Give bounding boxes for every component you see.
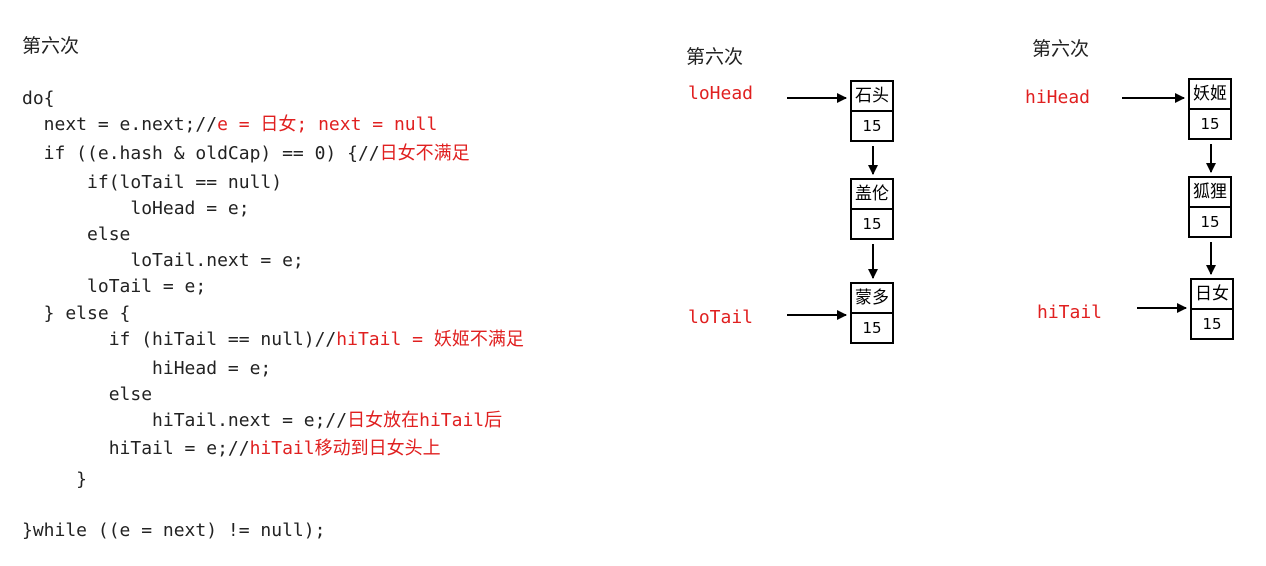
hi-node-2: 狐狸 15 bbox=[1188, 176, 1232, 238]
lohead-label: loHead bbox=[688, 83, 754, 104]
node-name: 日女 bbox=[1192, 280, 1232, 310]
node-name: 蒙多 bbox=[852, 284, 892, 314]
code-line: loHead = e; bbox=[22, 198, 250, 219]
code-line: hiHead = e; bbox=[22, 358, 272, 379]
title-middle: 第六次 bbox=[686, 46, 744, 68]
code-line: } else { bbox=[22, 303, 131, 324]
code-line: loTail.next = e; bbox=[22, 250, 304, 271]
title-right: 第六次 bbox=[1032, 38, 1090, 60]
node-hash: 15 bbox=[862, 117, 882, 135]
node-hash: 15 bbox=[1200, 213, 1220, 231]
hi-node-1: 妖姬 15 bbox=[1188, 78, 1232, 140]
node-hash: 15 bbox=[862, 319, 882, 337]
node-hash: 15 bbox=[1200, 115, 1220, 133]
code-line: else bbox=[22, 224, 131, 245]
lotail-label: loTail bbox=[688, 307, 754, 328]
title-left: 第六次 bbox=[22, 35, 80, 57]
lo-node-3: 蒙多 15 bbox=[850, 282, 894, 344]
node-name: 狐狸 bbox=[1190, 178, 1230, 208]
hitail-label: hiTail bbox=[1037, 302, 1103, 323]
node-hash: 15 bbox=[862, 215, 882, 233]
code-line: } bbox=[22, 469, 88, 490]
code-line: if(loTail == null) bbox=[22, 172, 283, 193]
node-name: 石头 bbox=[852, 82, 892, 112]
node-hash: 15 bbox=[1202, 315, 1222, 333]
lo-node-2: 盖伦 15 bbox=[850, 178, 894, 240]
code-line: if ((e.hash & oldCap) == 0) {//日女不满足 bbox=[22, 143, 470, 164]
code-line: hiTail.next = e;//日女放在hiTail后 bbox=[22, 410, 503, 431]
code-line: next = e.next;//e = 日女; next = null bbox=[22, 114, 438, 135]
code-line: if (hiTail == null)//hiTail = 妖姬不满足 bbox=[22, 329, 524, 350]
code-line: else bbox=[22, 384, 153, 405]
code-line: hiTail = e;//hiTail移动到日女头上 bbox=[22, 438, 441, 459]
code-line: }while ((e = next) != null); bbox=[22, 520, 326, 541]
hi-node-3: 日女 15 bbox=[1190, 278, 1234, 340]
node-name: 盖伦 bbox=[852, 180, 892, 210]
code-line: do{ bbox=[22, 88, 55, 109]
code-line: loTail = e; bbox=[22, 276, 207, 297]
lo-node-1: 石头 15 bbox=[850, 80, 894, 142]
node-name: 妖姬 bbox=[1190, 80, 1230, 110]
hihead-label: hiHead bbox=[1025, 87, 1091, 108]
